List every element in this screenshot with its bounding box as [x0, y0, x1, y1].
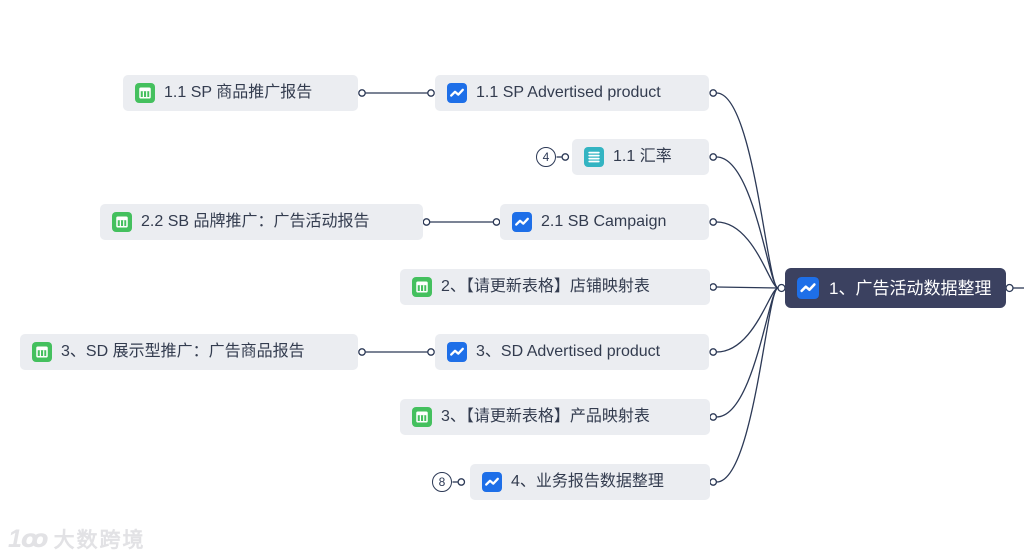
watermark-logo-icon: 1ꝏ — [8, 525, 49, 553]
connector-curve — [716, 156, 779, 289]
node-label: 1.1 汇率 — [613, 148, 672, 165]
node-label: 2.1 SB Campaign — [541, 213, 667, 230]
table-icon — [32, 342, 52, 362]
connector-curve — [716, 286, 779, 289]
connector-curve — [716, 287, 779, 483]
node-label: 4、业务报告数据整理 — [511, 473, 664, 490]
line-chart-icon — [482, 472, 502, 492]
node-label: 1.1 SP Advertised product — [476, 84, 661, 101]
port-dot[interactable] — [709, 89, 718, 97]
node-label: 2.2 SB 品牌推广：广告活动报告 — [141, 213, 370, 230]
node-product-mapping[interactable]: 3、【请更新表格】产品映射表 — [400, 399, 710, 435]
port-dot[interactable] — [1005, 283, 1014, 293]
port-dot[interactable] — [358, 89, 366, 97]
node-sp-advertised[interactable]: 1.1 SP Advertised product — [435, 75, 709, 111]
port-dot[interactable] — [422, 218, 431, 226]
table-icon — [412, 277, 432, 297]
port-dot[interactable] — [358, 348, 366, 356]
port-dot[interactable] — [709, 348, 718, 356]
node-exchange-rate[interactable]: 1.1 汇率 — [572, 139, 709, 175]
table-icon — [112, 212, 132, 232]
watermark: 1ꝏ 大数跨境 — [8, 524, 146, 554]
node-label: 1.1 SP 商品推广报告 — [164, 84, 313, 101]
port-dot[interactable] — [709, 218, 718, 226]
node-sd-advertised[interactable]: 3、SD Advertised product — [435, 334, 709, 370]
port-dot[interactable] — [709, 283, 718, 291]
line-chart-icon — [447, 83, 467, 103]
node-store-mapping[interactable]: 2、【请更新表格】店铺映射表 — [400, 269, 710, 305]
connector-curve — [716, 221, 779, 289]
node-label: 3、SD Advertised product — [476, 343, 661, 360]
node-sb-campaign[interactable]: 2.1 SB Campaign — [500, 204, 709, 240]
node-label: 3、【请更新表格】产品映射表 — [441, 408, 650, 425]
collapsed-count-badge[interactable]: 8 — [432, 472, 452, 492]
connector-curve — [716, 287, 779, 418]
port-dot[interactable] — [492, 218, 501, 226]
table-icon — [412, 407, 432, 427]
port-dot[interactable] — [777, 283, 786, 293]
line-chart-icon — [447, 342, 467, 362]
port-dot[interactable] — [709, 153, 718, 161]
connector-curve — [716, 287, 779, 353]
port-dot[interactable] — [561, 153, 570, 161]
watermark-brand: 大数跨境 — [53, 529, 146, 552]
node-label: 3、SD 展示型推广：广告商品报告 — [61, 343, 305, 360]
node-label: 1、广告活动数据整理 — [829, 278, 992, 298]
port-dot[interactable] — [427, 89, 435, 97]
collapsed-count-badge[interactable]: 4 — [536, 147, 556, 167]
node-sd-report[interactable]: 3、SD 展示型推广：广告商品报告 — [20, 334, 358, 370]
node-business-report[interactable]: 4、业务报告数据整理 — [470, 464, 710, 500]
line-chart-icon — [797, 277, 819, 299]
node-sb-report[interactable]: 2.2 SB 品牌推广：广告活动报告 — [100, 204, 423, 240]
line-chart-icon — [512, 212, 532, 232]
port-dot[interactable] — [457, 478, 466, 486]
node-label: 2、【请更新表格】店铺映射表 — [441, 278, 650, 295]
port-dot[interactable] — [709, 478, 718, 486]
port-dot[interactable] — [427, 348, 435, 356]
node-root-ad-campaign-data[interactable]: 1、广告活动数据整理 — [785, 268, 1006, 308]
node-sp-report[interactable]: 1.1 SP 商品推广报告 — [123, 75, 358, 111]
list-icon — [584, 147, 604, 167]
table-icon — [135, 83, 155, 103]
port-dot[interactable] — [709, 413, 718, 421]
